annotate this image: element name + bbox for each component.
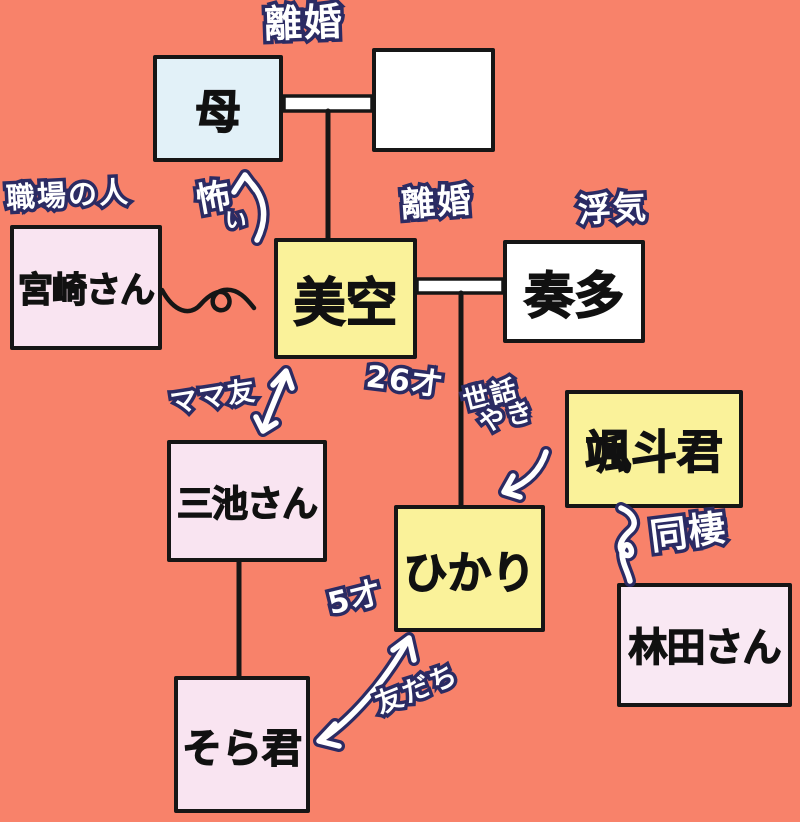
node-hayato-label: 颯斗君 — [584, 424, 723, 479]
marriage-line-mother-father — [282, 94, 374, 113]
label-scary: 怖い — [190, 172, 253, 238]
label-friends: 友だち — [368, 655, 467, 723]
node-hikari-label: ひかり — [403, 547, 536, 599]
node-hikari: ひかり — [394, 505, 545, 632]
node-hayato: 颯斗君 — [565, 390, 743, 508]
node-sora: そら君 — [174, 676, 310, 813]
label-age-5: 5才 — [321, 571, 390, 625]
node-misora: 美空 — [274, 238, 417, 359]
label-divorce-mid: 離婚 — [396, 177, 478, 229]
node-mother-label: 母 — [194, 84, 241, 139]
workplace-squiggle-line — [159, 287, 257, 314]
node-miike-label: 三池さん — [176, 483, 318, 525]
node-miike: 三池さん — [167, 440, 327, 562]
node-miyazaki-label: 宮崎さん — [17, 270, 155, 311]
node-kanata-label: 奏多 — [523, 266, 624, 325]
node-misora-label: 美空 — [293, 273, 398, 334]
node-hayashida: 林田さん — [617, 583, 792, 707]
label-age-26: 26才 — [361, 356, 449, 407]
node-miyazaki: 宮崎さん — [10, 225, 162, 350]
node-kanata: 奏多 — [503, 240, 645, 343]
marriage-line-misora-kanata — [415, 277, 505, 295]
node-sora-label: そら君 — [181, 725, 302, 772]
label-cheating: 浮気 — [573, 184, 652, 234]
label-scary-kana: い — [220, 204, 253, 238]
cohabiting-wavy-line — [614, 502, 641, 587]
node-mother: 母 — [153, 55, 283, 162]
label-mom-friend: ママ友 — [165, 372, 263, 423]
label-cohabiting: 同棲 — [644, 503, 734, 562]
label-workplace-person: 職場の人 — [2, 171, 135, 218]
caretaker-arrow — [498, 446, 552, 503]
mom-friend-double-arrow — [250, 365, 298, 437]
label-caretaker: 世話やき — [457, 371, 541, 443]
node-father-blank — [372, 48, 495, 152]
label-divorce-top: 離婚 — [260, 0, 349, 50]
node-hayashida-label: 林田さん — [628, 625, 782, 671]
